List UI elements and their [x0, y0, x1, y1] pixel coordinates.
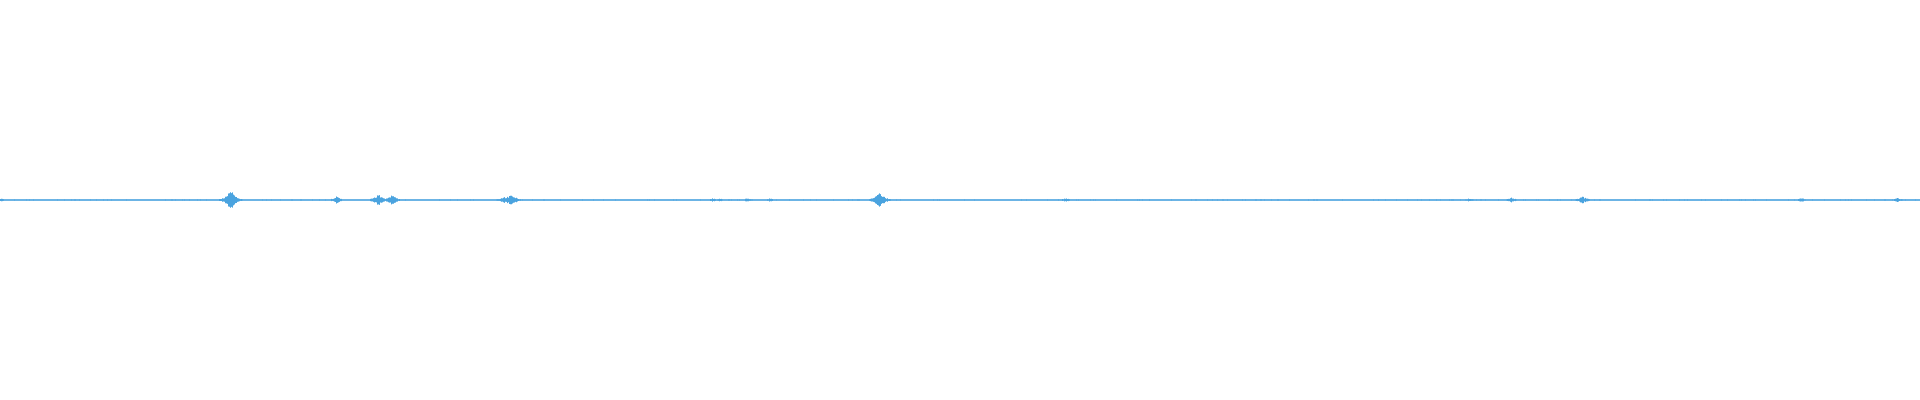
waveform-samples	[0, 192, 1920, 208]
